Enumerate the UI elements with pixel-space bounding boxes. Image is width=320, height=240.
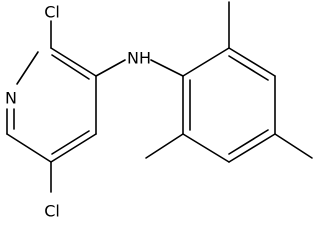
- bond-c2-c3: [50, 47, 97, 77]
- bond-c2-c3-inner: [51, 54, 90, 80]
- chemical-structure-diagram: N NH Cl Cl: [5, 1, 313, 221]
- bond-a2-a3-inner: [228, 55, 269, 81]
- bond-a4-a5: [228, 133, 276, 163]
- mesityl-ring: [182, 47, 276, 163]
- atom-label-chlorine-bottom: Cl: [44, 202, 60, 221]
- bond-c4-c5-inner: [51, 130, 90, 155]
- pyridine-ring: [6, 47, 97, 163]
- bond-c3-nh: [95, 59, 126, 77]
- bond-a1-a2: [182, 47, 230, 77]
- methyl-bond-bottom-left: [145, 133, 184, 159]
- bond-nh-aryl: [150, 59, 184, 77]
- bond-n1-c2: [16, 51, 39, 85]
- atom-label-ring-nitrogen: N: [5, 89, 17, 108]
- bond-c5-c6: [6, 133, 52, 163]
- atom-label-amine-nitrogen: NH: [127, 49, 151, 68]
- bond-a2-a3: [228, 47, 276, 77]
- bond-c4-c5: [50, 133, 97, 163]
- bond-a5-a6: [182, 133, 230, 163]
- methyl-bond-right: [274, 133, 313, 159]
- bond-a4-a5-inner: [228, 129, 269, 155]
- atom-label-chlorine-top: Cl: [44, 3, 60, 22]
